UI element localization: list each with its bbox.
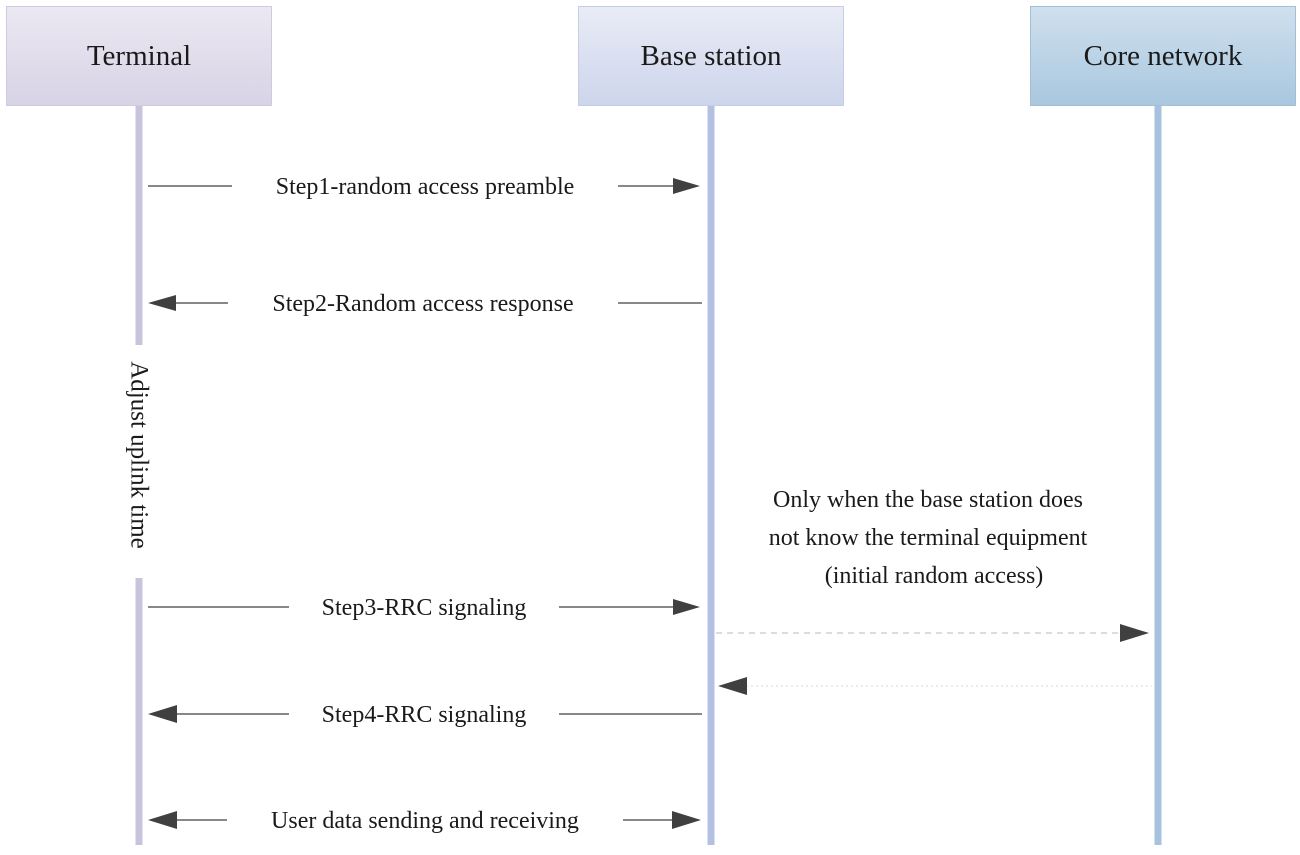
message-user-data: User data sending and receiving [148, 804, 701, 836]
participant-base-station: Base station [578, 6, 844, 106]
participant-terminal-label: Terminal [86, 39, 192, 72]
step3-label-bg [289, 591, 559, 623]
message-step2: Step2-Random access response [148, 287, 702, 319]
step2-label-bg [228, 287, 618, 319]
message-from-core-network [718, 677, 1152, 695]
note-line2: not know the terminal equipment [769, 525, 1088, 551]
note: Only when the base station does not know… [769, 487, 1088, 589]
message-to-core-network [716, 624, 1149, 642]
step4-label: Step4-RRC signaling [322, 702, 527, 728]
step4-label-bg [289, 698, 559, 730]
user-data-left-arrowhead [148, 811, 177, 829]
adjust-uplink-time-label: Adjust uplink time [126, 361, 153, 549]
participant-core-network-label: Core network [1083, 39, 1243, 72]
message-step1: Step1-random access preamble [148, 170, 700, 202]
participant-base-station-label: Base station [640, 39, 782, 72]
user-data-label-bg [227, 804, 623, 836]
user-data-right-arrowhead [672, 811, 701, 829]
step1-label: Step1-random access preamble [276, 174, 575, 200]
to-core-network-arrowhead [1120, 624, 1149, 642]
user-data-label: User data sending and receiving [271, 808, 579, 834]
step1-label-bg [232, 170, 618, 202]
step4-arrowhead [148, 705, 177, 723]
step1-arrowhead [673, 178, 700, 194]
message-step4: Step4-RRC signaling [148, 698, 702, 730]
step3-label: Step3-RRC signaling [322, 595, 527, 621]
from-core-network-arrowhead [718, 677, 747, 695]
step3-arrowhead [673, 599, 700, 615]
participant-core-network: Core network [1030, 6, 1296, 106]
note-line1: Only when the base station does [773, 487, 1083, 513]
message-step3: Step3-RRC signaling [148, 591, 700, 623]
step2-label: Step2-Random access response [272, 291, 573, 317]
step2-arrowhead [148, 295, 176, 311]
participant-terminal: Terminal [6, 6, 272, 106]
note-line3: (initial random access) [825, 563, 1044, 589]
